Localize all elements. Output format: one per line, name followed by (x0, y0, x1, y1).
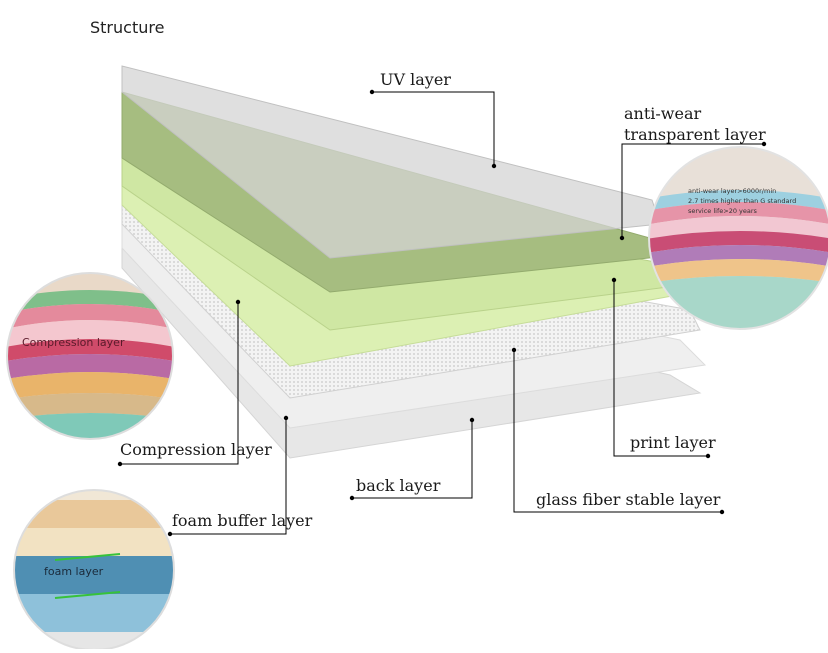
compression-inset-caption: Compression layer (22, 336, 125, 349)
foam-leader (170, 418, 287, 535)
foam-inset-caption: foam layer (44, 565, 104, 578)
anti-wear-leader (621, 143, 764, 238)
anti-wear-inset-line3: service life>20 years (688, 207, 758, 215)
anti-wear-inset-line2: 2.7 times higher than G standard (688, 197, 796, 205)
uv-layer-label: UV layer (380, 70, 451, 89)
glass-fiber-leader (513, 350, 722, 513)
uv-layer-sheet (121, 65, 661, 259)
compression-layer-label: Compression layer (120, 440, 272, 459)
compression-inset (7, 273, 173, 439)
leader-dots (117, 89, 767, 537)
back-leader (352, 420, 473, 499)
diagram-title: Structure (90, 18, 165, 37)
leader-lines (120, 91, 764, 535)
uv-leader (372, 91, 495, 166)
compression-leader (120, 302, 239, 465)
anti-wear-label-line2: transparent layer (624, 125, 766, 144)
foam-buffer-label: foam buffer layer (172, 511, 313, 530)
print-leader (613, 280, 708, 457)
print-layer-label: print layer (630, 433, 716, 452)
back-layer-label: back layer (356, 476, 441, 495)
anti-wear-label-line1: anti-wear (624, 104, 702, 123)
anti-wear-inset-line1: anti-wear layer>6000r/min (688, 187, 776, 195)
glass-fiber-label: glass fiber stable layer (536, 490, 721, 509)
